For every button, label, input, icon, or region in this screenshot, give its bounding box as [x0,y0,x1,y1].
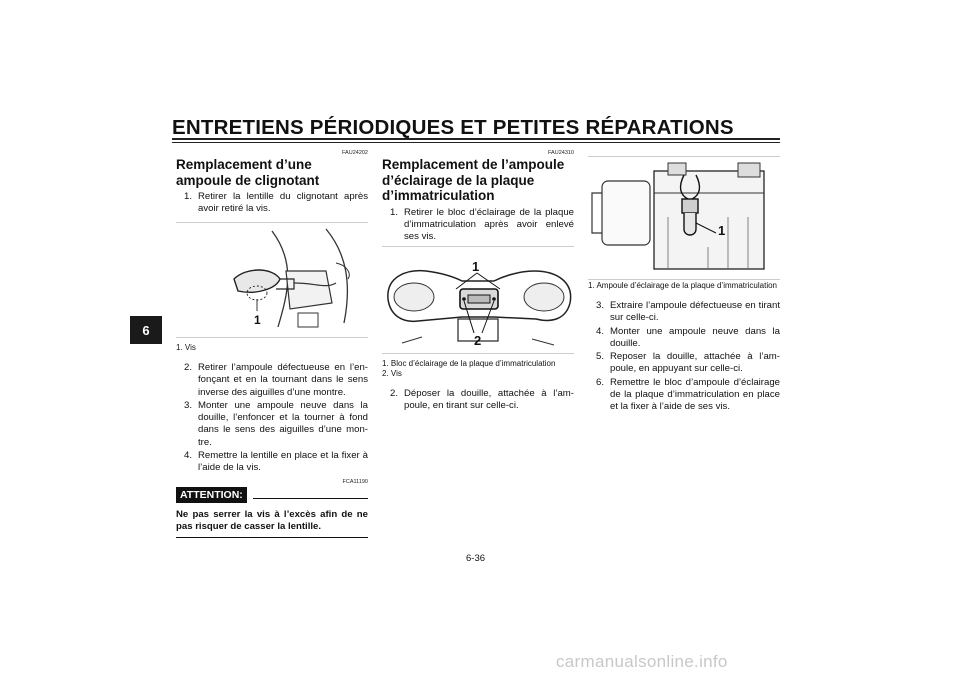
page-title: ENTRETIENS PÉRIODIQUES ET PETITES RÉPARA… [172,116,734,139]
license-light-figure: 1 2 [382,246,574,354]
figure-caption: 1. Vis [176,343,196,352]
section-heading: Remplacement de l’ampoule d’éclairage de… [382,157,565,203]
list-item: 3. Monter une ampoule neuve dans la doui… [184,399,368,448]
list-item: 6. Remettre le bloc d’ampoule d’éclai­ra… [596,376,780,413]
list-item: 3. Extraire l’ampoule défectueuse en ti­… [596,300,780,324]
steps-list: 3. Extraire l’ampoule défectueuse en ti­… [588,300,780,414]
figure-caption: 2. Vis [382,369,402,378]
header-rule-thin [172,142,780,143]
figure-callout: 1 [254,313,261,327]
list-item: 2. Retirer l’ampoule défectueuse en l’en… [184,362,368,398]
list-item: 2. Déposer la douille, attachée à l’am­p… [390,388,574,412]
header-rule-thick [172,138,780,140]
section-code: FAU24202 [342,150,368,156]
steps-list: 1. Retirer le bloc d’éclairage de la pla… [382,207,574,244]
right-column: 1. Ampoule d’éclairage de la plaque d’im… [588,281,780,415]
section-code: FAU24310 [548,150,574,156]
attention-rule [252,498,368,500]
figure-callout-1: 1 [472,259,480,274]
middle-column-lower: 1. Bloc d’éclairage de la plaque d’immat… [382,359,574,414]
attention-label: ATTENTION: [176,486,247,503]
turn-signal-figure: 1 [176,222,368,338]
attention-text: Ne pas serrer la vis à l’excès afin de n… [176,509,368,539]
license-bulb-illustration [591,162,765,270]
steps-list: 1. Retirer la lentille du clignotant apr… [176,191,368,216]
watermark[interactable]: carmanualsonline.info [556,652,728,671]
steps-list: 2. Retirer l’ampoule défectueuse en l’en… [176,362,368,475]
section-heading: Remplacement d’une ampoule de clignotant [176,157,320,188]
left-column: FAU24202 Remplacement d’une ampoule de c… [176,150,368,217]
left-column-lower: 1. Vis 2. Retirer l’ampoule défectueuse … [176,343,368,539]
list-item: 5. Reposer la douille, attachée à l’am­p… [596,351,780,375]
list-item: 1. Retirer la lentille du clignotant apr… [184,191,368,215]
figure-callout: 1 [718,223,726,238]
list-item: 1. Retirer le bloc d’éclairage de la pla… [390,206,574,243]
figure-caption: 1. Bloc d’éclairage de la plaque d’immat… [382,359,556,368]
attention-box: ATTENTION: [176,486,368,503]
page-number: 6-36 [466,553,486,564]
list-item: 4. Remettre la lentille en place et la f… [184,450,368,474]
turn-signal-illustration [233,228,350,328]
attention-code: FCA11190 [342,478,368,485]
list-item: 4. Monter une ampoule neuve dans la doui… [596,325,780,349]
license-bulb-figure: 1 [588,156,780,280]
steps-list: 2. Déposer la douille, attachée à l’am­p… [382,388,574,413]
middle-column: FAU24310 Remplacement de l’ampoule d’écl… [382,150,574,244]
figure-caption: 1. Ampoule d’éclairage de la plaque d’im… [588,281,777,290]
chapter-tab: 6 [130,316,162,344]
figure-callout-2: 2 [474,333,482,348]
license-light-illustration [387,269,572,346]
